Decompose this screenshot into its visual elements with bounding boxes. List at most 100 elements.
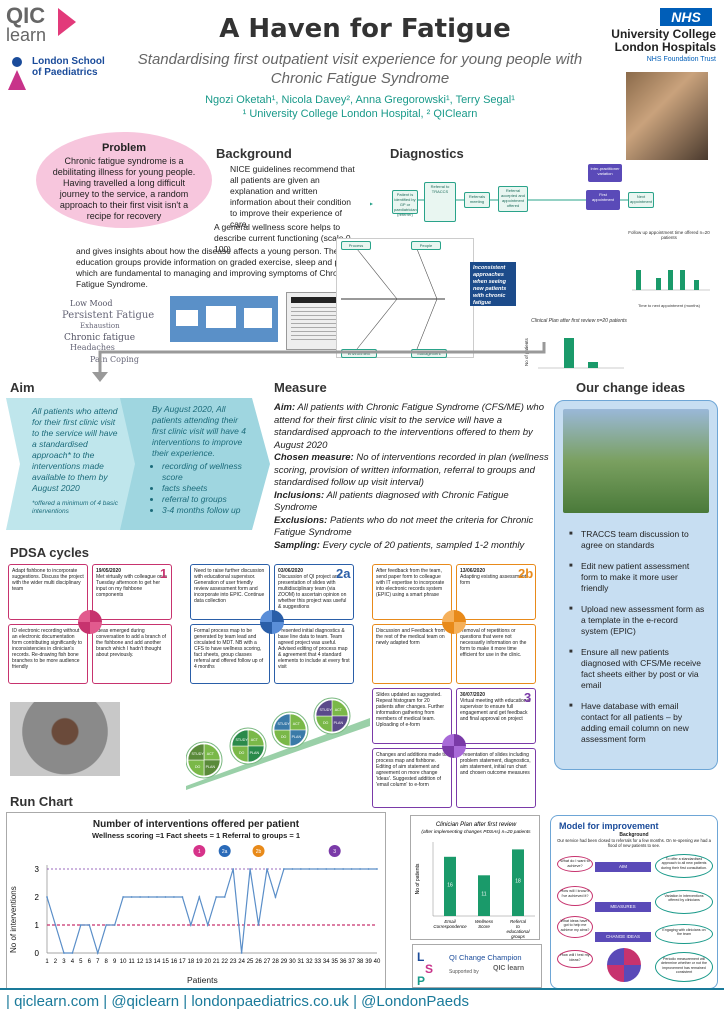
svg-text:L: L: [417, 950, 424, 964]
measure-chosen-text: No of interventions recorded in plan (we…: [274, 452, 549, 488]
svg-text:S: S: [425, 962, 433, 976]
inter-practitioner-variation: Inter-practitioner variation: [588, 164, 622, 182]
mfi-band-measures: MEASURES: [595, 902, 651, 912]
aim-arrow-2: By August 2020, All patients attending t…: [120, 398, 270, 530]
pdsa-heading: PDSA cycles: [10, 545, 90, 560]
pdsa-2a-plan-text: Discussion of QI project and presentatio…: [278, 574, 347, 610]
card-1: [176, 310, 198, 326]
word-cloud-graphic: Low Mood Persistent Fatigue Exhaustion C…: [62, 299, 154, 364]
problem-text: Chronic fatigue syndrome is a debilitati…: [52, 156, 196, 221]
person-icon: [8, 57, 26, 90]
pdsa-2b-wheel: [442, 610, 466, 634]
run-chart-x-tick: 37: [348, 959, 355, 965]
run-chart-x-tick: 38: [357, 959, 364, 965]
ramp-wheel-segment: [187, 743, 205, 761]
run-chart-x-tick: 31: [298, 959, 305, 965]
clinical-plan-baseline-chart: Clinical Plan after first review n=20 pa…: [524, 318, 634, 372]
run-chart-point: [376, 868, 378, 870]
run-chart-point: [164, 896, 167, 898]
measure-inclusions-label: Inclusions:: [274, 489, 325, 501]
run-chart-y-tick: 0: [35, 949, 40, 958]
run-chart-x-tick: 10: [120, 959, 127, 965]
pdsa-1-act: Adapt fishbone to incorporate suggestion…: [8, 564, 88, 620]
run-chart-series-line: [46, 868, 377, 956]
mfi-a4: Periodic measurement will determine whet…: [655, 952, 713, 982]
run-chart-x-tick: 2: [54, 959, 58, 965]
run-chart-x-tick: 5: [79, 959, 83, 965]
pdsa-2a-study: Formal process map to be generated by te…: [190, 624, 270, 684]
pdsa-2a-wheel: [260, 610, 284, 634]
run-chart-point: [342, 868, 345, 870]
qiclearn-logo: QIC learn: [6, 5, 76, 50]
ramp-wheel-label: DO: [323, 721, 329, 725]
ramp-wheel-segment: [231, 729, 249, 747]
flow-step-6: Next appointment: [628, 192, 654, 208]
change-ideas-panel: TRACCS team discussion to agree on stand…: [554, 400, 718, 770]
ramp-wheel-label: ACT: [251, 738, 259, 742]
ramp-wheel-label: STUDY: [236, 738, 249, 742]
lsp-logo-text: London School of Paediatrics: [32, 56, 105, 78]
measure-chosen-label: Chosen measure:: [274, 452, 354, 463]
change-idea: Ensure all new patients diagnosed with C…: [569, 647, 705, 691]
run-chart-title: Number of interventions offered per pati…: [92, 819, 300, 830]
run-chart-point: [88, 924, 91, 926]
measure-body: Aim: All patients with Chronic Fatigue S…: [274, 402, 550, 552]
run-chart-x-tick: 13: [145, 959, 152, 965]
pdsa-ramp-graphic: ACTPLANDOSTUDYACTPLANDOSTUDYACTPLANDOSTU…: [186, 697, 370, 790]
run-chart-x-tick: 29: [281, 959, 288, 965]
footer-links: | qiclearn.com | @qiclearn | londonpaedi…: [6, 993, 469, 1010]
diagnostics-heading: Diagnostics: [390, 146, 464, 161]
followup-chart: Follow up appointment time offered n=20 …: [624, 230, 714, 310]
run-chart-x-tick: 32: [306, 959, 313, 965]
run-chart-y-tick: 1: [35, 921, 40, 930]
run-chart-point: [206, 924, 209, 926]
run-chart-x-tick: 40: [374, 959, 381, 965]
run-chart-pdsa-marker: [218, 845, 231, 857]
run-chart-pdsa-marker: [328, 845, 341, 857]
run-chart-point: [223, 896, 226, 898]
run-chart-point: [249, 868, 251, 870]
card-2: [206, 306, 236, 328]
learn-logo-text: learn: [6, 25, 47, 45]
run-chart-point: [71, 952, 74, 954]
pdsa-2a-date: 03/06/2020: [278, 568, 304, 574]
run-chart-x-tick: 14: [154, 959, 161, 965]
lsp-logo: London School of Paediatrics: [6, 56, 116, 96]
background-heading: Background: [216, 146, 292, 161]
qi-champion-badge: L S P QI Change Champion Supported by QI…: [412, 944, 542, 988]
fishbone-cat-process: Process: [341, 241, 371, 250]
run-chart-x-tick: 33: [314, 959, 321, 965]
mfi-band-aim: AIM: [595, 862, 651, 872]
change-idea: Upload new assessment form as a template…: [569, 604, 705, 637]
run-chart-point: [274, 896, 277, 898]
run-chart-heading: Run Chart: [10, 794, 73, 809]
change-idea: Edit new patient assessment form to make…: [569, 561, 705, 594]
mfi-q4: How will I test my ideas?: [557, 950, 593, 968]
aim-bullet: 3-4 months follow up: [162, 505, 248, 516]
authors: Ngozi Oketah¹, Nicola Davey², Anna Grego…: [110, 93, 610, 121]
pdsa-2a-number: 2a: [336, 566, 351, 581]
ramp-wheel-label: PLAN: [250, 751, 260, 755]
followup-bars: [632, 270, 710, 291]
run-chart-x-tick: 39: [365, 959, 372, 965]
run-chart-pdsa-label: 2a: [222, 849, 228, 855]
run-chart-point: [232, 868, 235, 870]
run-chart-x-tick: 6: [88, 959, 92, 965]
run-chart-x-tick: 7: [96, 959, 100, 965]
pdsa-3-date: 30/07/2020: [460, 692, 486, 698]
pdsa-1-do: Ideas emerged during conversation to add…: [92, 624, 172, 684]
play-icon: [58, 8, 76, 36]
footer-rule: [0, 988, 724, 990]
run-chart-point: [96, 952, 99, 954]
measure-exclusions-label: Exclusions:: [274, 514, 328, 526]
run-chart-x-tick: 25: [247, 959, 254, 965]
clinical-plan-post-chart: Clinician Plan after first review(after …: [410, 815, 540, 940]
mfi-q1: What do I want to achieve?: [557, 856, 593, 872]
run-chart-x-tick: 4: [71, 959, 75, 965]
flow-step-1: Patient is identified by GP or paediatri…: [392, 190, 418, 217]
model-for-improvement: Model for improvement Background Our ser…: [550, 815, 718, 989]
background-p3: and gives insights about how the disease…: [76, 246, 360, 289]
